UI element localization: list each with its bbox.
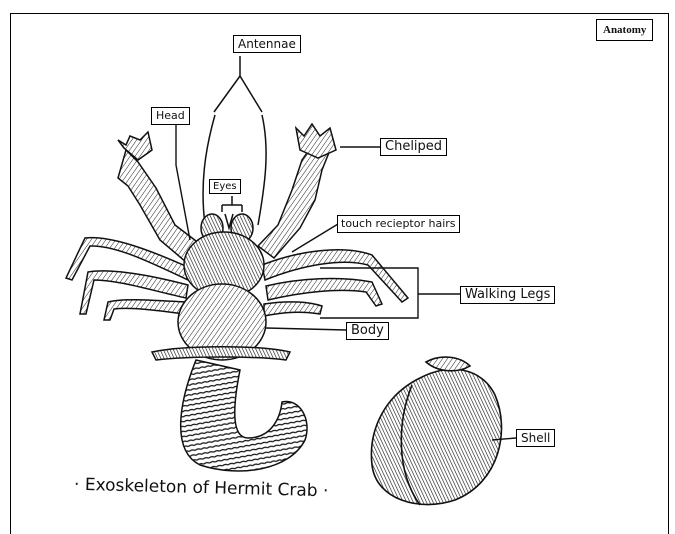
antennae-label: Antennae	[233, 35, 301, 53]
touch-receptor-hairs-label: touch recieptor hairs	[337, 215, 460, 233]
abdomen-drawing	[181, 360, 307, 471]
shell-label: Shell	[516, 429, 555, 447]
head-label: Head	[151, 107, 190, 125]
walking-legs-label: Walking Legs	[460, 286, 555, 304]
antennae-drawing	[203, 56, 266, 225]
eyes-label: Eyes	[209, 179, 241, 194]
anatomy-section-tag: Anatomy	[596, 19, 653, 41]
shell-drawing	[371, 357, 501, 505]
body-label: Body	[346, 322, 389, 340]
cheliped-label: Cheliped	[380, 138, 447, 156]
